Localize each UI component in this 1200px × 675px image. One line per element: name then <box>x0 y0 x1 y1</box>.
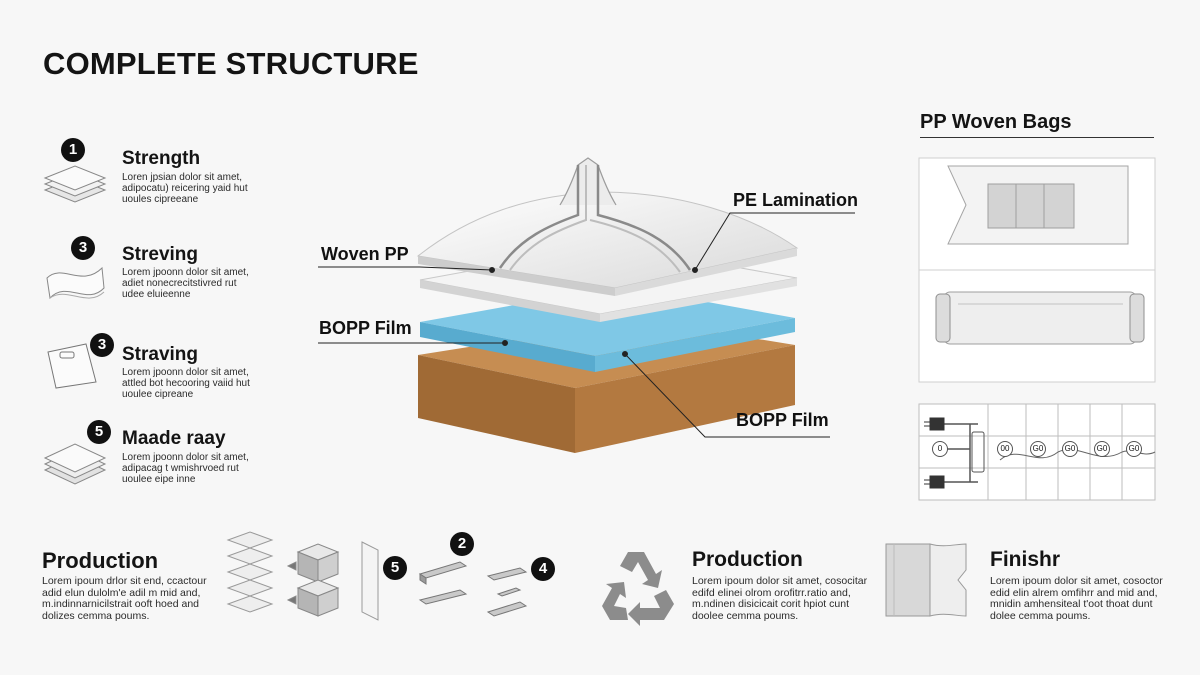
bopp-foam-layer <box>420 286 795 372</box>
tube-bag-image <box>935 291 1145 345</box>
step-badge: 1 <box>61 138 85 162</box>
step-badge: 3 <box>71 236 95 260</box>
feature-desc: Loren jpsian dolor sit amet, adipocatu) … <box>122 172 248 205</box>
bags-panel-frame <box>918 157 1156 501</box>
plug-icon <box>924 475 945 489</box>
cube-blocks-icon <box>286 543 340 617</box>
process-illustration <box>226 531 528 621</box>
feature-heading: Maade raay <box>122 428 226 449</box>
step-badge: 5 <box>87 420 111 444</box>
feature-desc: Lorem jpoonn dolor sit amet, adipacag t … <box>122 452 249 485</box>
process-badge: 4 <box>531 557 555 581</box>
plug-icon <box>924 417 945 431</box>
recycle-icon <box>602 552 674 626</box>
production-desc-left: Lorem ipoum drlor sit end, ccactour adid… <box>42 575 207 622</box>
roller-label: G0 <box>1062 441 1078 457</box>
flat-bag-image <box>947 165 1129 245</box>
strip-pieces-icon <box>418 561 528 617</box>
production-desc-right: Lorem ipoum dolor sit amet, cosocitar ed… <box>692 575 868 622</box>
callout-woven-pp: Woven PP <box>321 244 409 264</box>
feature-desc: Lorem jpoonn dolor sit amet, attled bot … <box>122 367 250 400</box>
folded-sheet-icon <box>46 266 105 300</box>
roller-label: G0 <box>1126 441 1142 457</box>
production-heading-left: Production <box>42 548 159 573</box>
production-heading-right: Production <box>692 548 803 571</box>
bags-panel-title: PP Woven Bags <box>920 111 1072 133</box>
layered-stack-icon <box>43 443 107 485</box>
finish-roll-icon <box>885 543 967 617</box>
white-film-layer <box>419 244 798 322</box>
cork-base-layer <box>418 320 795 453</box>
curved-film-icon <box>361 541 379 621</box>
callout-bopp-film-right: BOPP Film <box>736 410 829 430</box>
sheet-stack-icon <box>226 531 274 613</box>
callout-bopp-film-left: BOPP Film <box>319 318 412 338</box>
bag-icon <box>47 343 97 389</box>
roller-label: 00 <box>997 441 1013 457</box>
pe-lamination-layer <box>416 157 799 296</box>
roller-label: G0 <box>1094 441 1110 457</box>
bags-panel-underline <box>920 137 1154 138</box>
roller-label: 0 <box>932 441 948 457</box>
finish-desc: Lorem ipoum dolor sit amet, cosoctor edi… <box>990 575 1163 622</box>
finish-heading: Finishr <box>990 548 1061 571</box>
feature-desc: Lorem jpoonn dolor sit amet, adiet nonec… <box>122 267 249 300</box>
process-badge: 2 <box>450 532 474 556</box>
stacked-sheets-icon <box>43 165 107 203</box>
roller-label: G0 <box>1030 441 1046 457</box>
page-title: COMPLETE STRUCTURE <box>43 46 419 81</box>
process-badge: 5 <box>383 556 407 580</box>
callout-pe-lamination: PE Lamination <box>733 190 859 210</box>
feature-heading: Straving <box>122 344 199 365</box>
feature-heading: Strength <box>122 148 201 169</box>
step-badge: 3 <box>90 333 114 357</box>
feature-heading: Streving <box>122 244 199 265</box>
